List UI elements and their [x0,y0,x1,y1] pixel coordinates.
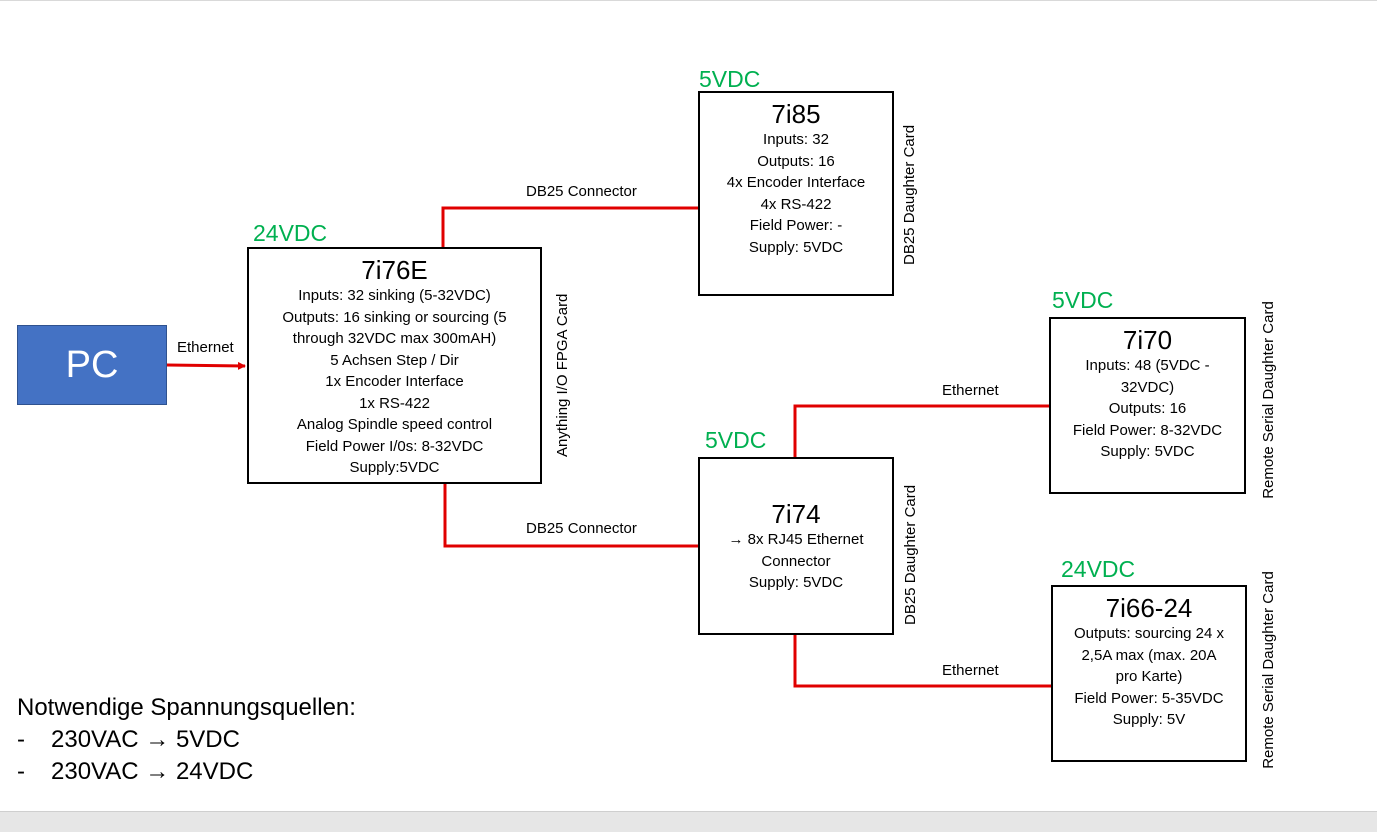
board-7i85-line: Inputs: 32 [763,131,829,148]
db25-label-7i85: DB25 Connector [526,183,637,200]
board-7i70-title: 7i70 [1122,325,1173,355]
notes-bullet: - [17,726,25,753]
voltage-7i76e: 24VDC [253,220,328,246]
board-7i85-line: 4x Encoder Interface [726,174,866,191]
board-7i66-line: Outputs: sourcing 24 x [1073,625,1225,642]
board-7i76e: 7i76E Inputs: 32 sinking (5-32VDC) Outpu… [247,247,542,484]
board-7i76e-line: 1x Encoder Interface [325,373,464,390]
board-7i85-line: 4x RS-422 [760,195,832,213]
board-7i76e-title: 7i76E [361,255,428,285]
window-bottom-bar [0,811,1377,832]
top-border [0,0,1377,1]
side-label-7i76e: Anything I/O FPGA Card [554,293,571,457]
pc-label: PC [65,343,119,386]
wire-pc-to-7i76e [166,361,246,370]
board-7i74-line: → 8x RJ45 Ethernet [728,531,864,548]
notes-item-text: 230VAC → 24VDC [51,758,254,785]
wire-7i74-to-7i66 [793,634,1052,688]
board-7i66-line: Supply: 5V [1112,711,1186,728]
board-7i74-line: Supply: 5VDC [748,574,844,591]
board-7i70-line: Supply: 5VDC [1100,443,1195,460]
board-7i66-title: 7i66-24 [1105,593,1193,623]
board-7i74: 7i74 → 8x RJ45 Ethernet Connector Supply… [698,457,894,635]
board-7i74-title: 7i74 [771,499,821,529]
pc-box: PC [17,325,167,405]
board-7i76e-line: Outputs: 16 sinking or sourcing (5 [282,308,507,326]
board-7i76e-line: Inputs: 32 sinking (5-32VDC) [298,287,491,304]
ethernet-label-7i70: Ethernet [942,382,999,399]
board-7i66: 7i66-24 Outputs: sourcing 24 x 2,5A max … [1051,585,1247,762]
board-7i76e-line: 1x RS-422 [359,394,430,412]
ethernet-label-pc: Ethernet [177,339,234,356]
side-label-7i70: Remote Serial Daughter Card [1260,301,1277,499]
board-7i74-line: Connector [761,552,831,570]
board-7i76e-line: Field Power I/0s: 8-32VDC [305,437,484,455]
board-7i70-line: Inputs: 48 (5VDC - [1085,357,1210,374]
voltage-7i70: 5VDC [1052,287,1114,313]
power-supply-notes: Notwendige Spannungsquellen: - 230VAC → … [17,692,356,788]
board-7i76e-line: 5 Achsen Step / Dir [330,351,459,369]
board-7i66-line: Field Power: 5-35VDC [1074,689,1224,707]
board-7i85-title: 7i85 [771,99,821,129]
voltage-7i66: 24VDC [1061,556,1136,582]
side-label-7i74: DB25 Daughter Card [902,484,919,625]
board-7i70-line: Outputs: 16 [1108,400,1187,417]
db25-label-7i74: DB25 Connector [526,520,637,537]
board-7i85: 7i85 Inputs: 32 Outputs: 16 4x Encoder I… [698,91,894,296]
board-7i66-line: pro Karte) [1115,668,1183,685]
board-7i66-line: 2,5A max (max. 20A [1081,646,1217,664]
board-7i76e-line: through 32VDC max 300mAH) [292,330,497,347]
wire-7i74-to-7i70 [793,404,1050,458]
notes-heading: Notwendige Spannungsquellen: [17,694,356,721]
side-label-7i66: Remote Serial Daughter Card [1260,571,1277,769]
wire-7i76e-to-7i85 [441,206,699,247]
board-7i70-line: Field Power: 8-32VDC [1072,421,1223,439]
voltage-7i85: 5VDC [699,66,761,92]
notes-item: - 230VAC → 24VDC [17,756,356,788]
board-7i85-line: Field Power: - [749,217,843,234]
notes-bullet: - [17,758,25,785]
notes-item: - 230VAC → 5VDC [17,724,356,756]
board-7i76e-line: Supply:5VDC [349,459,440,476]
board-7i76e-line: Analog Spindle speed control [296,416,493,433]
board-7i85-line: Outputs: 16 [757,152,835,170]
voltage-7i74: 5VDC [705,427,767,453]
side-label-7i85: DB25 Daughter Card [901,124,918,265]
wire-7i76e-to-7i74 [443,484,699,548]
board-7i70-line: 32VDC) [1120,378,1175,396]
ethernet-label-7i66: Ethernet [942,662,999,679]
board-7i70: 7i70 Inputs: 48 (5VDC - 32VDC) Outputs: … [1049,317,1246,494]
notes-item-text: 230VAC → 5VDC [51,726,240,753]
board-7i85-line: Supply: 5VDC [748,238,844,256]
